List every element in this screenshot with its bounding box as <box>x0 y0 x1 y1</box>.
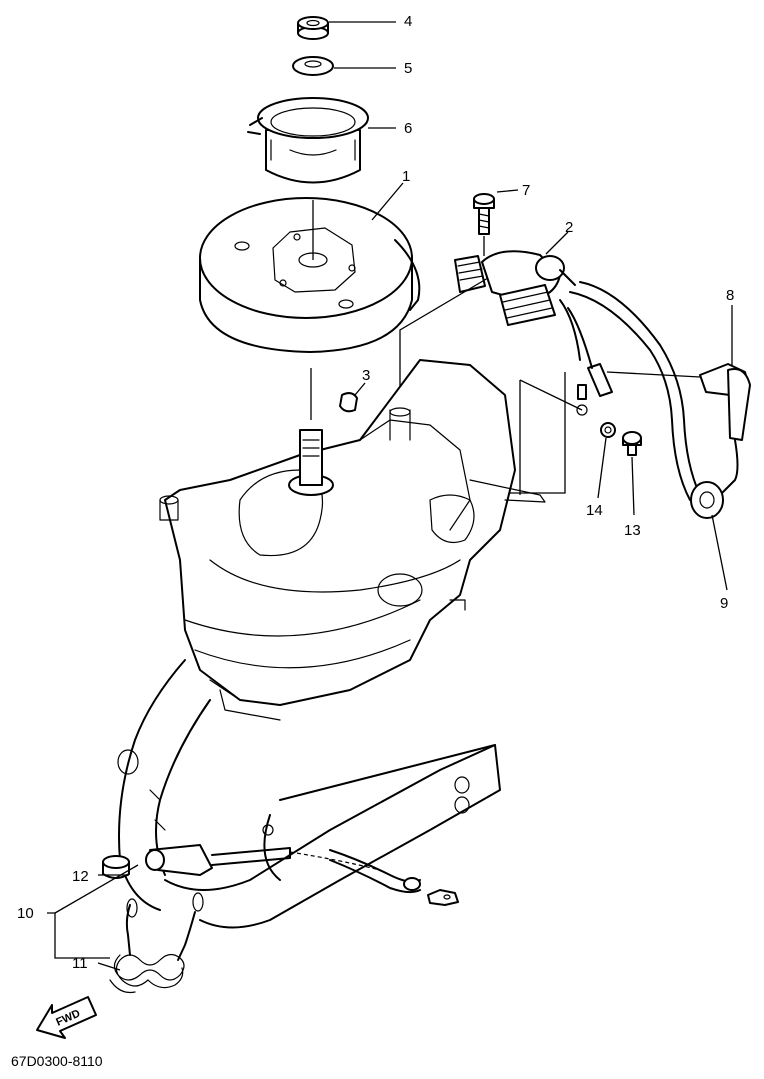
callout-2: 2 <box>565 219 573 236</box>
part-5-washer <box>292 56 334 76</box>
part-4-nut <box>297 16 329 40</box>
part-12-cap <box>102 855 130 879</box>
part-9-grommet <box>690 481 728 591</box>
callout-12: 12 <box>72 868 89 885</box>
engine-crankcase <box>159 359 546 721</box>
part-7-bolt <box>473 193 495 256</box>
part-6-starter-pulley <box>247 97 369 184</box>
part-2-ignition-coil <box>399 250 701 501</box>
callout-4: 4 <box>404 13 412 30</box>
forward-direction-arrow: FWD <box>36 996 97 1039</box>
callout-labels: 4 5 6 1 7 2 8 3 14 13 9 12 10 11 67D0300… <box>11 13 734 1069</box>
part-3-woodruff-key <box>339 382 366 413</box>
callout-3: 3 <box>362 367 370 384</box>
connection-leads <box>510 372 588 495</box>
callout-14: 14 <box>586 502 603 519</box>
part-14-washer <box>597 422 616 499</box>
part-13-screw <box>622 431 642 516</box>
callout-10: 10 <box>17 905 34 922</box>
callout-8: 8 <box>726 287 734 304</box>
part-11-lanyard <box>109 892 204 994</box>
steering-bracket <box>117 659 501 929</box>
part-8-spark-plug-cap <box>606 305 751 496</box>
callout-6: 6 <box>404 120 412 137</box>
drawing-code: 67D0300-8110 <box>11 1053 103 1069</box>
callout-13: 13 <box>624 522 641 539</box>
callout-11: 11 <box>72 955 88 972</box>
callout-9: 9 <box>720 595 728 612</box>
callout-7: 7 <box>522 182 530 199</box>
stop-switch-assembly <box>145 844 459 906</box>
part-1-flywheel <box>199 197 421 353</box>
callout-leaders <box>47 21 569 971</box>
callout-5: 5 <box>404 60 412 77</box>
callout-1: 1 <box>402 168 410 185</box>
